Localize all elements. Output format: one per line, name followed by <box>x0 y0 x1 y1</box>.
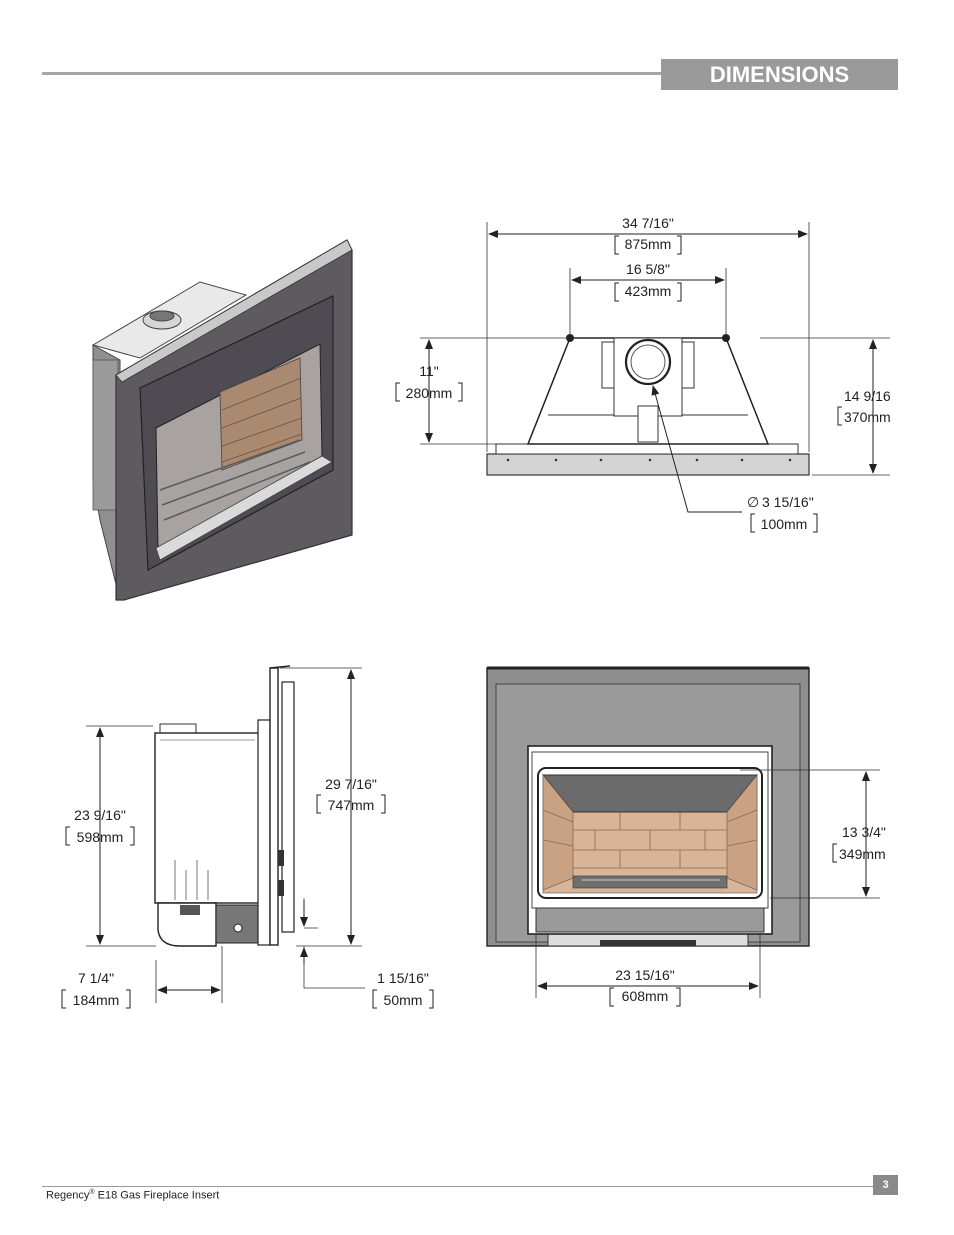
dim-opening-width-mm: 608mm <box>622 988 669 1004</box>
dim-front-offset-mm: 50mm <box>384 992 423 1008</box>
section-title: DIMENSIONS <box>661 59 898 90</box>
dim-body-height-in: 23 9/16" <box>74 807 126 823</box>
dim-opening-height-mm: 349mm <box>839 846 886 862</box>
dim-flue-symbol: ∅ <box>747 494 759 510</box>
footer-registered-mark: ® <box>89 1189 95 1196</box>
dim-overall-height-mm: 747mm <box>328 797 375 813</box>
dim-flue-mm: 100mm <box>761 516 808 532</box>
footer-product: E18 Gas Fireplace Insert <box>94 1189 220 1202</box>
dim-depth-right-in: 14 9/16 <box>844 388 891 404</box>
dim-overall-width-in: 34 7/16" <box>622 215 674 231</box>
dim-overall-height-in: 29 7/16" <box>325 776 377 792</box>
footer-rule <box>42 1186 874 1187</box>
dim-flue-in: 3 15/16" <box>762 494 814 510</box>
front-view: 13 3/4" 349mm 23 15/16" 608mm <box>486 666 886 1007</box>
dim-depth-right-mm: 370mm <box>844 409 891 425</box>
footer-brand: Regency <box>46 1189 90 1202</box>
isometric-view <box>91 239 353 601</box>
dim-base-depth-mm: 184mm <box>73 992 120 1008</box>
dim-depth-left-in: 11" <box>419 363 439 379</box>
dim-bracket-spacing-in: 16 5/8" <box>626 261 670 277</box>
header-rule <box>42 72 662 75</box>
top-view: 34 7/16" 875mm 16 5/8" 423mm 11" 280mm 1… <box>406 215 891 532</box>
mm-brackets-top <box>395 235 842 533</box>
page-number: 3 <box>873 1175 898 1195</box>
dim-bracket-spacing-mm: 423mm <box>625 283 672 299</box>
dim-overall-width-mm: 875mm <box>625 236 672 252</box>
dim-depth-left-mm: 280mm <box>406 385 453 401</box>
dim-front-offset-in: 1 15/16" <box>377 970 429 986</box>
dim-base-depth-in: 7 1/4" <box>78 970 114 986</box>
dim-opening-width-in: 23 15/16" <box>615 967 674 983</box>
dim-body-height-mm: 598mm <box>77 829 124 845</box>
dim-opening-height-in: 13 3/4" <box>842 824 886 840</box>
side-view: 23 9/16" 598mm 29 7/16" 747mm 7 1/4" 184… <box>61 665 434 1009</box>
footer-product-name: Regency® E18 Gas Fireplace Insert <box>46 1189 219 1202</box>
